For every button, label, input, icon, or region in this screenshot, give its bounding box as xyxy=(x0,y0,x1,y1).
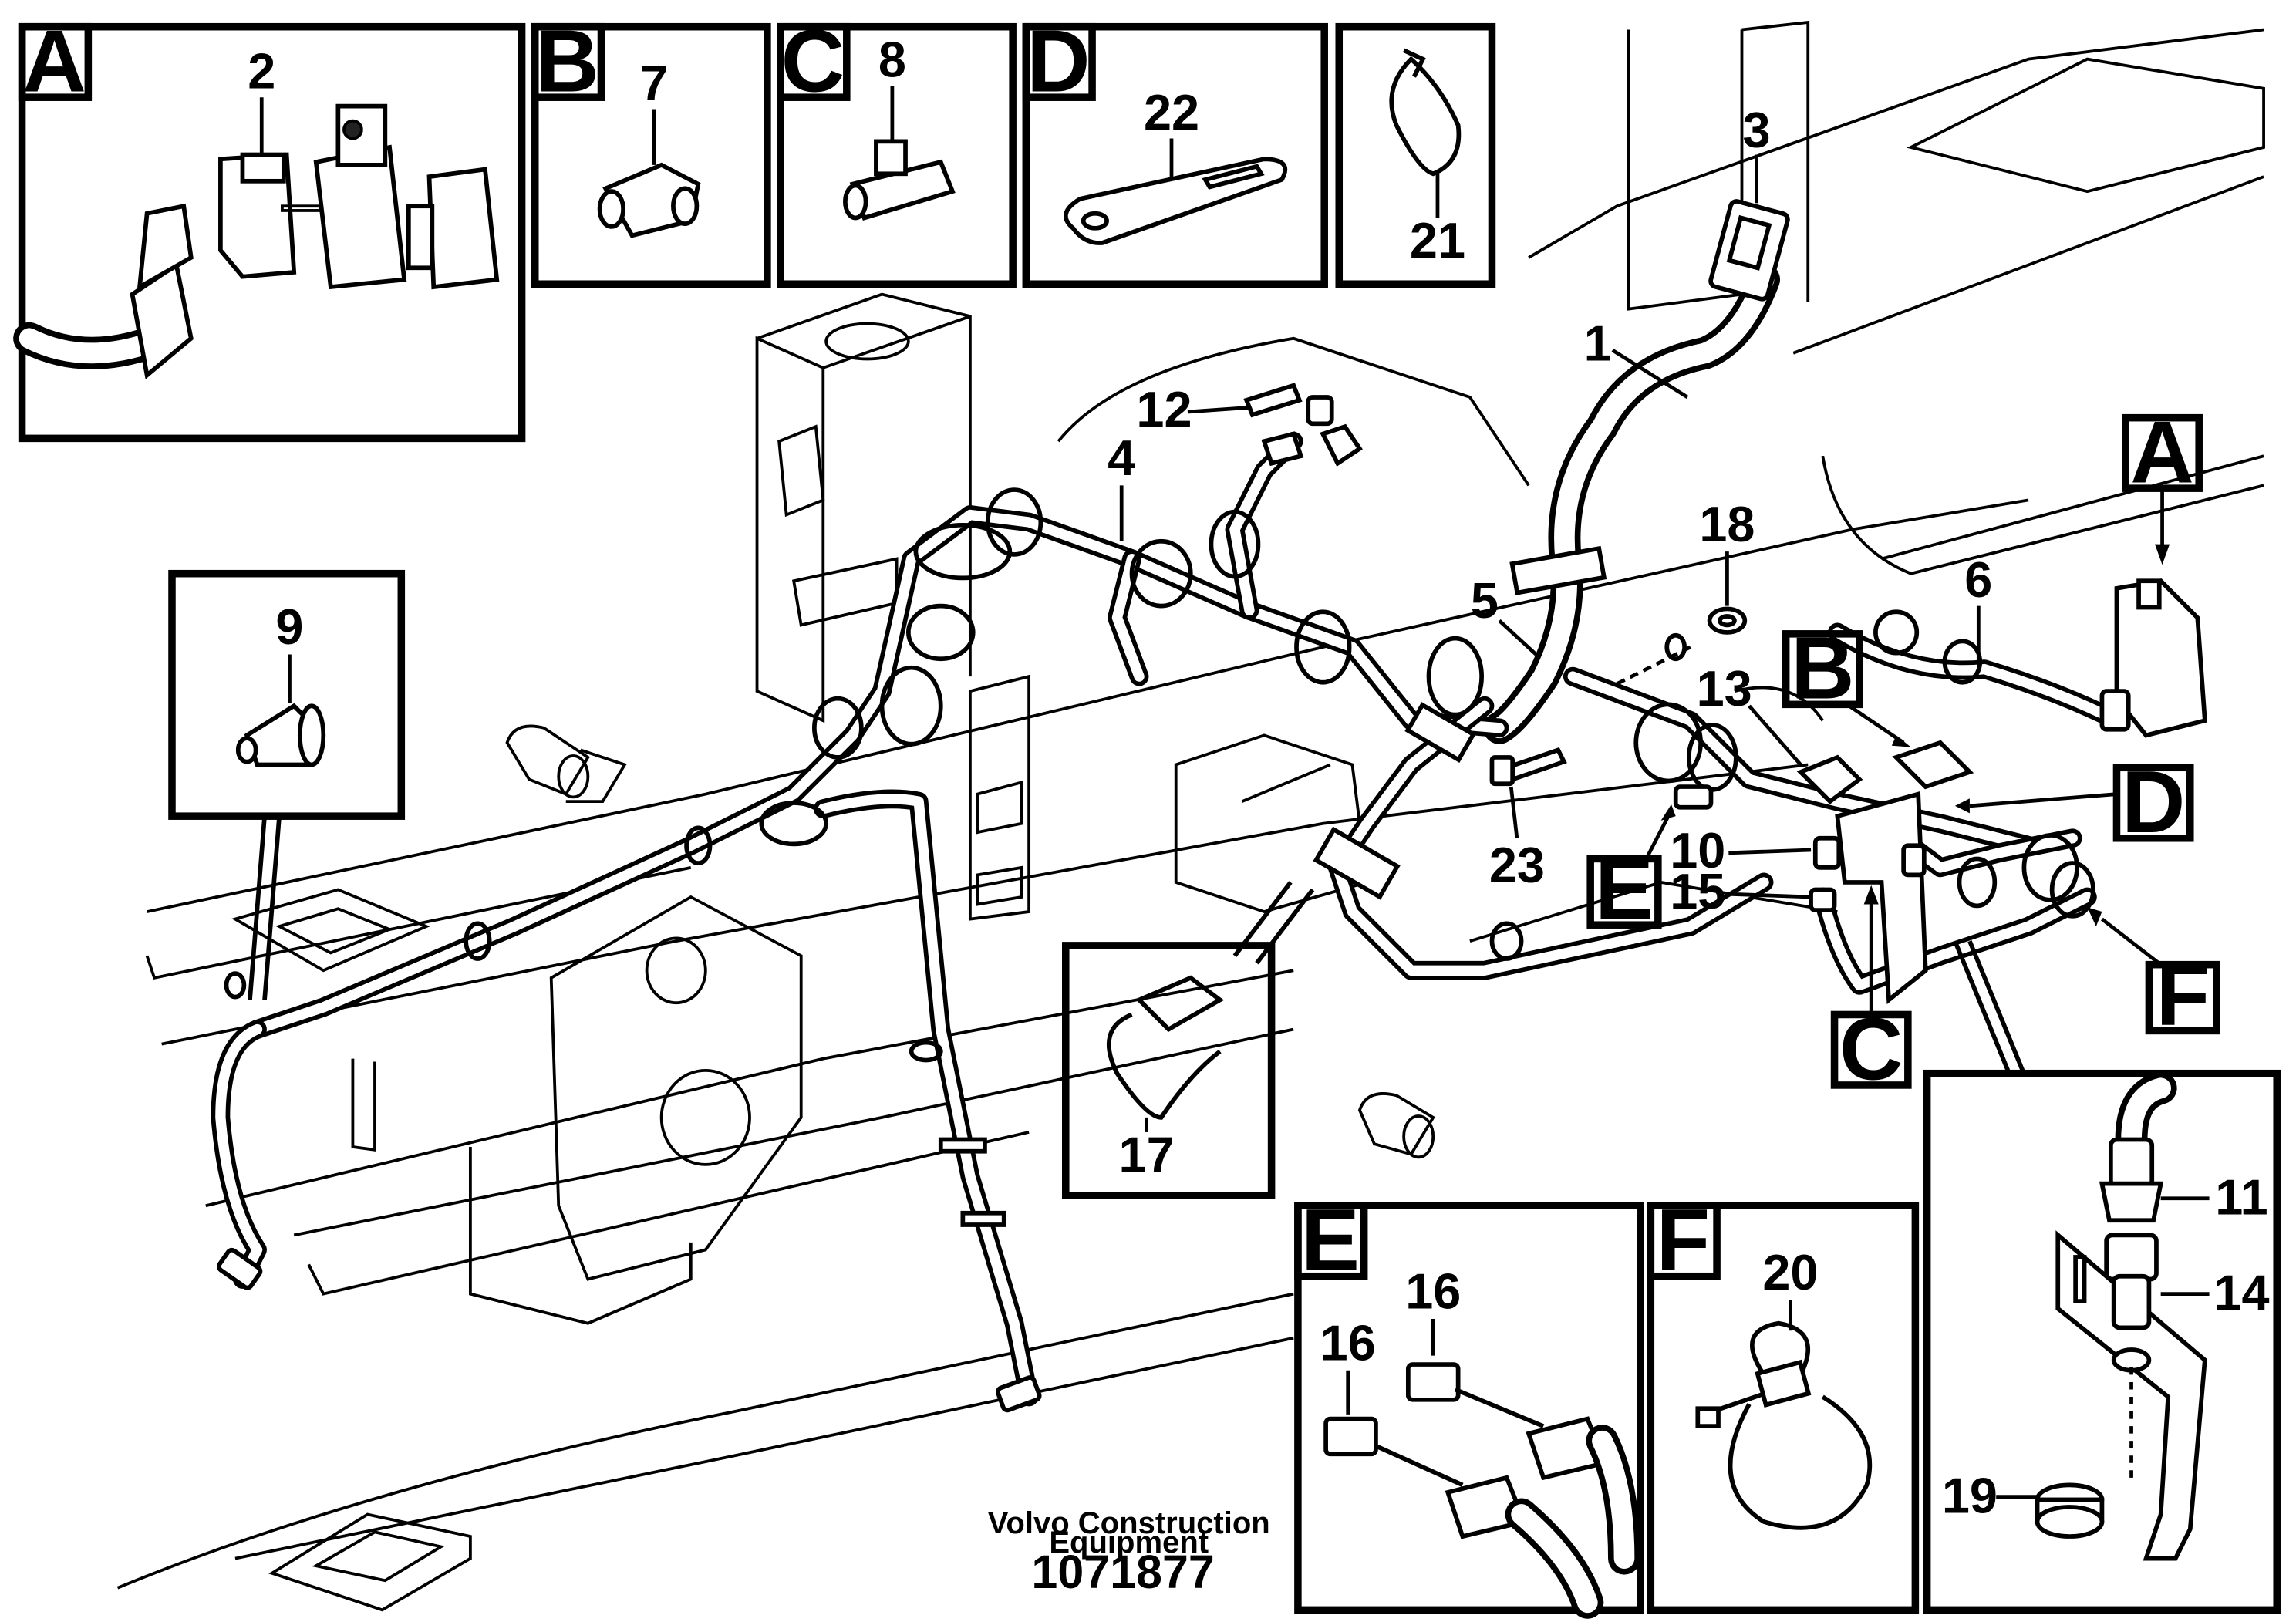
callout-9: 9 xyxy=(275,599,303,655)
machine-frame-outline xyxy=(116,20,2265,1612)
callout-18: 18 xyxy=(1699,496,1755,552)
main-a-label: A xyxy=(2130,403,2194,502)
callout-21: 21 xyxy=(1410,212,1465,268)
cable-ties xyxy=(464,487,2095,1227)
detail-17-frame: 17 xyxy=(1062,881,1315,1199)
callout-16b: 16 xyxy=(1320,1314,1376,1371)
callout-8: 8 xyxy=(878,32,906,88)
callout-7: 7 xyxy=(640,55,668,111)
detail-b-frame: B 7 xyxy=(531,12,771,288)
main-connectors xyxy=(217,199,2207,1413)
detail-c-frame: C 8 xyxy=(777,12,1017,288)
detail-a-label: A xyxy=(22,12,86,111)
detail-sensor-frame: 11 14 19 xyxy=(1923,940,2281,1614)
main-callouts: 3 1 12 4 5 18 6 13 23 10 15 xyxy=(1108,102,1992,919)
callout-23: 23 xyxy=(1489,837,1545,893)
callout-17: 17 xyxy=(1119,1126,1175,1182)
detail-c-label: C xyxy=(781,12,845,111)
detail-f-label: F xyxy=(1656,1191,1710,1290)
company-line-1: Volvo Construction xyxy=(988,1506,1270,1540)
detail-d-label: D xyxy=(1027,12,1091,111)
detail-e-label: E xyxy=(1301,1191,1360,1290)
drawing-number: 1071877 xyxy=(1031,1546,1214,1598)
detail-b-label: B xyxy=(535,12,599,111)
callout-6: 6 xyxy=(1964,551,1992,608)
callout-19: 19 xyxy=(1942,1468,1998,1524)
detail-a-frame: A 2 xyxy=(13,12,526,443)
main-harness xyxy=(211,263,2126,1407)
main-b-label: B xyxy=(1791,619,1855,718)
callout-20: 20 xyxy=(1762,1244,1818,1300)
callout-16a: 16 xyxy=(1405,1263,1461,1320)
callout-1: 1 xyxy=(1584,315,1612,371)
callout-2: 2 xyxy=(248,43,275,99)
callout-4: 4 xyxy=(1108,430,1135,486)
main-d-label: D xyxy=(2122,753,2186,851)
callout-15: 15 xyxy=(1670,863,1725,919)
callout-12: 12 xyxy=(1136,381,1192,437)
callout-10: 10 xyxy=(1670,822,1725,878)
detail-d-frame: D 22 xyxy=(1022,12,1328,288)
callout-14: 14 xyxy=(2213,1265,2269,1321)
main-f-label: F xyxy=(2156,946,2210,1044)
callout-22: 22 xyxy=(1144,84,1199,140)
company-line-2: Equipment xyxy=(1049,1526,1209,1560)
callout-3: 3 xyxy=(1743,102,1771,158)
title-block: Volvo Construction Equipment 1071877 xyxy=(988,1506,1270,1598)
callout-5: 5 xyxy=(1471,572,1499,629)
detail-9-frame: 9 xyxy=(168,569,406,1000)
callout-11: 11 xyxy=(2215,1169,2267,1226)
detail-f-frame: F 20 xyxy=(1647,1191,1920,1614)
detail-e-frame: E 16 16 xyxy=(1294,1191,1644,1619)
callout-13: 13 xyxy=(1697,660,1752,717)
main-e-label: E xyxy=(1595,840,1654,939)
main-c-label: C xyxy=(1839,1000,1903,1098)
detail-21-frame: 21 xyxy=(1335,22,1496,288)
main-letter-boxes: A B D E F C xyxy=(1586,403,2220,1098)
